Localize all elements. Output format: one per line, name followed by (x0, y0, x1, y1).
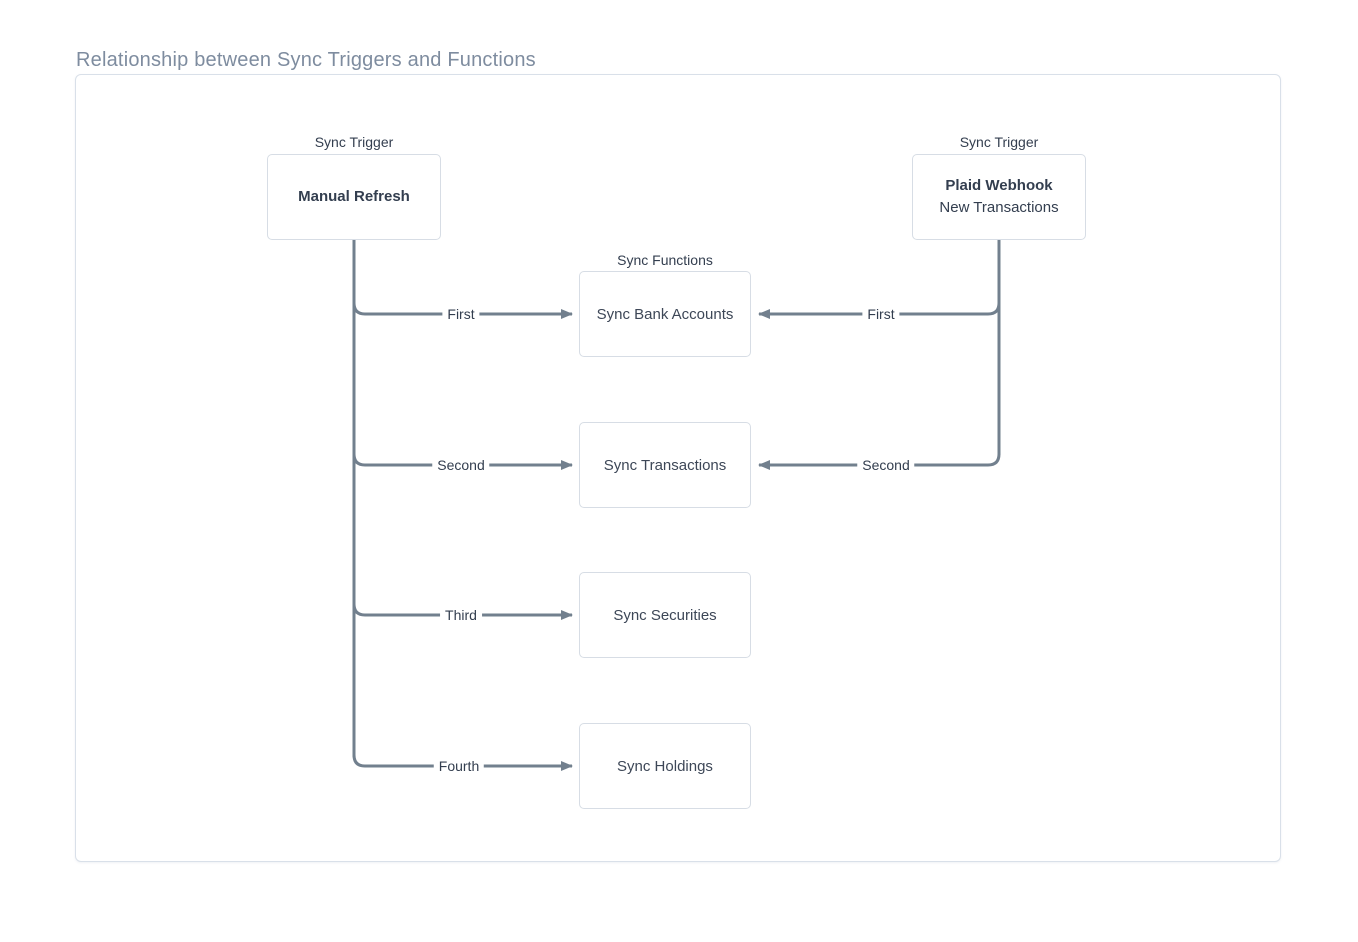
node-sync-transactions-label: Sync Transactions (603, 456, 727, 474)
node-sync-holdings: Sync Holdings (579, 723, 751, 809)
node-sync-bank-accounts-label: Sync Bank Accounts (596, 305, 734, 323)
edge-label-manual-fourth: Fourth (433, 758, 485, 774)
edge-label-manual-third: Third (440, 607, 482, 623)
node-plaid-webhook: Plaid Webhook New Transactions (912, 154, 1086, 240)
node-plaid-webhook-label: Plaid Webhook (945, 177, 1053, 195)
node-sync-transactions: Sync Transactions (579, 422, 751, 508)
node-sync-holdings-label: Sync Holdings (617, 757, 713, 775)
node-sync-securities-label: Sync Securities (613, 606, 717, 624)
edge-label-manual-first: First (442, 306, 480, 322)
caption-sync-trigger-right: Sync Trigger (959, 134, 1039, 150)
page-title: Relationship between Sync Triggers and F… (76, 49, 536, 71)
edge-label-webhook-first: First (862, 306, 900, 322)
edge-label-webhook-second: Second (857, 457, 915, 473)
caption-sync-functions: Sync Functions (617, 252, 713, 268)
node-manual-refresh-label: Manual Refresh (298, 188, 410, 206)
caption-sync-trigger-left: Sync Trigger (314, 134, 394, 150)
node-manual-refresh: Manual Refresh (267, 154, 441, 240)
node-plaid-webhook-subtitle: New Transactions (939, 199, 1059, 216)
node-sync-securities: Sync Securities (579, 572, 751, 658)
node-sync-bank-accounts: Sync Bank Accounts (579, 271, 751, 357)
edge-label-manual-second: Second (432, 457, 490, 473)
